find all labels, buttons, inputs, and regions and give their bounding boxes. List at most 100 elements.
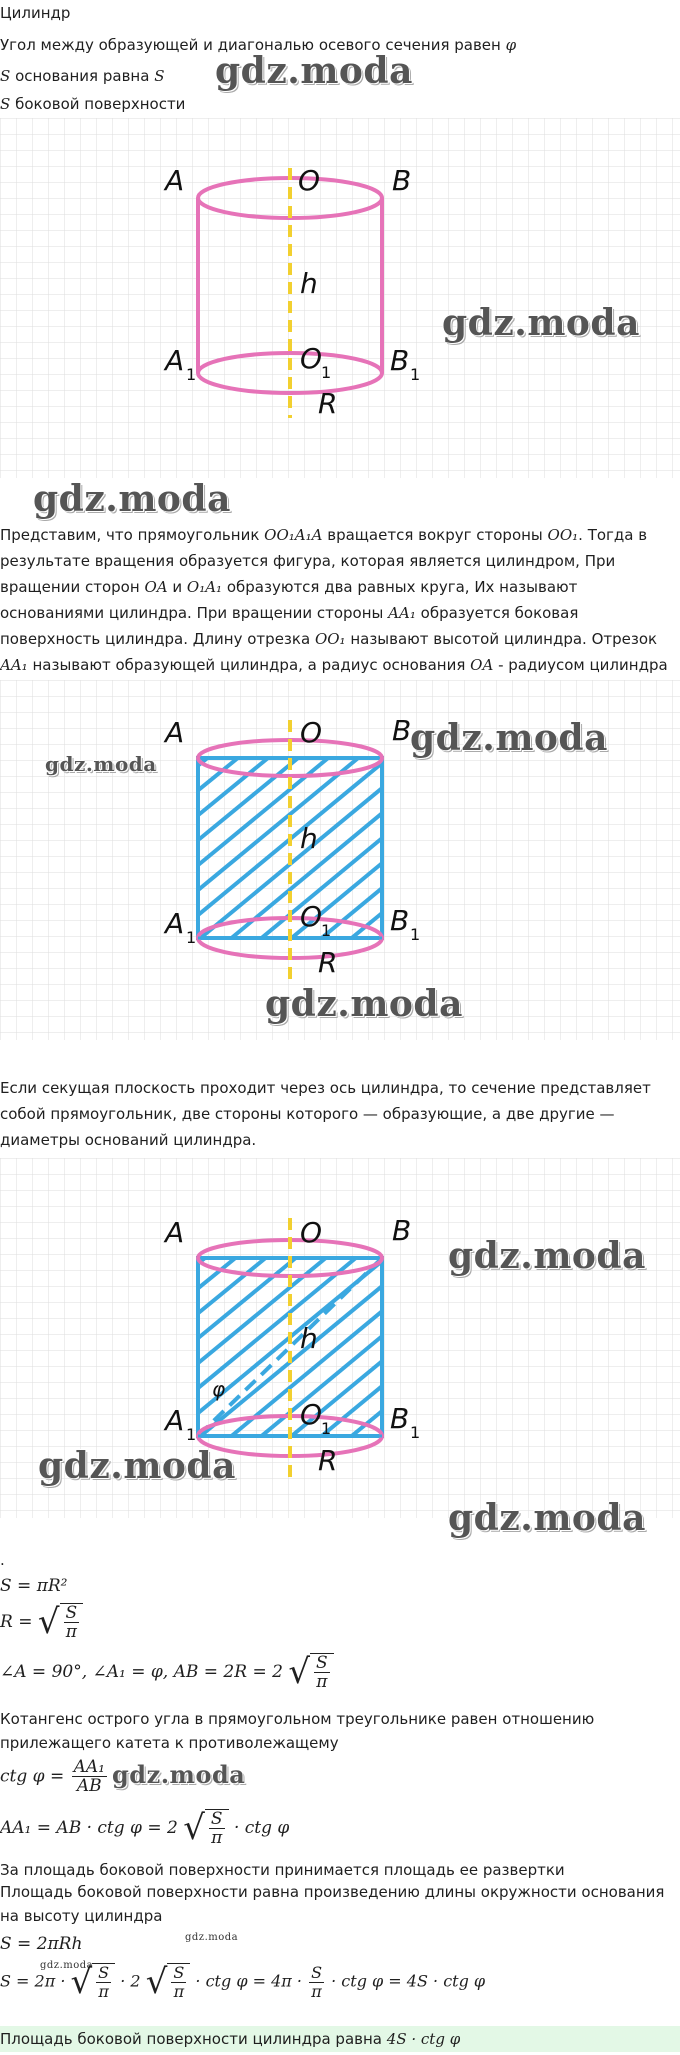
fraction-num: S	[309, 1962, 325, 1983]
svg-text:O: O	[300, 342, 322, 375]
fraction-den: π	[173, 1982, 185, 2001]
formula: · ctg φ = 4S · ctg φ	[331, 1971, 486, 1991]
formula: ∠A = 90°, ∠A₁ = φ, AB = 2R = 2	[0, 1662, 283, 1682]
watermark: gdz.moda	[442, 302, 640, 344]
svg-text:B: B	[392, 1214, 411, 1247]
formula: R =	[0, 1612, 33, 1632]
lateral-text-1: За площадь боковой поверхности принимает…	[0, 1861, 565, 1879]
watermark: gdz.moda	[265, 983, 463, 1025]
svg-text:1: 1	[410, 365, 420, 384]
fraction-num: S	[314, 1653, 330, 1673]
fraction-num: S	[171, 1963, 187, 1983]
text: называют образующей цилиндра, а радиус о…	[32, 656, 466, 674]
fraction-num: S	[208, 1809, 225, 1829]
formula: S = πR²	[0, 1576, 68, 1596]
math-term: OO₁	[547, 526, 579, 544]
svg-text:1: 1	[410, 925, 420, 944]
svg-text:1: 1	[321, 921, 331, 940]
watermark: gdz.moda	[38, 1445, 236, 1487]
text: и	[172, 578, 183, 596]
s-symbol: S	[154, 67, 165, 85]
answer: Площадь боковой поверхности цилиндра рав…	[0, 2026, 680, 2052]
svg-text:O: O	[300, 1398, 322, 1431]
cot-definition: Котангенс острого угла в прямоугольном т…	[0, 1710, 595, 1752]
text: называют высотой цилиндра. Отрезок	[350, 630, 658, 648]
text: образуется боковая поверхность цилиндра.…	[0, 604, 579, 648]
math-term: OO₁A₁A	[264, 526, 323, 544]
svg-text:h: h	[300, 1322, 318, 1355]
svg-text:1: 1	[321, 363, 331, 382]
formula: S = 2πRh	[0, 1934, 83, 1954]
svg-text:R: R	[318, 387, 337, 420]
phi-symbol: φ	[505, 36, 517, 54]
math-term: O₁A₁	[186, 578, 223, 596]
intro-line-2: S основания равна S	[0, 66, 164, 86]
fraction-num: S	[63, 1603, 80, 1623]
math-term: AA₁	[388, 604, 416, 622]
intro-text: Угол между образующей и диагональю осево…	[0, 36, 501, 54]
fraction-den: π	[316, 1672, 328, 1692]
paragraph-section: Если секущая плоскость проходит через ос…	[0, 1079, 651, 1149]
svg-text:A: A	[163, 164, 184, 197]
text: Представим, что прямоугольник	[0, 526, 260, 544]
page-title: Цилиндр	[0, 4, 71, 22]
svg-text:O: O	[298, 164, 320, 197]
answer-text: Площадь боковой поверхности цилиндра рав…	[0, 2030, 382, 2048]
fraction-num: AA₁	[71, 1757, 107, 1777]
svg-text:1: 1	[186, 1425, 196, 1444]
svg-text:1: 1	[410, 1423, 420, 1442]
lateral-text-2: Площадь боковой поверхности равна произв…	[0, 1883, 665, 1925]
math-term: OA	[470, 656, 494, 674]
svg-text:1: 1	[186, 365, 196, 384]
math-term: AA₁	[0, 656, 28, 674]
math-term: OO₁	[314, 630, 346, 648]
svg-text:O: O	[300, 716, 322, 749]
formula-area: S = πR²	[0, 1576, 68, 1596]
svg-text:O: O	[300, 900, 322, 933]
intro-text: боковой поверхности	[15, 95, 186, 113]
svg-text:B: B	[392, 164, 411, 197]
svg-text:A: A	[163, 344, 184, 377]
formula: AA₁ = AB · ctg φ = 2	[0, 1818, 178, 1838]
watermark: gdz.moda	[410, 717, 608, 759]
s-symbol: S	[0, 95, 11, 113]
svg-text:φ: φ	[212, 1377, 225, 1401]
svg-text:B: B	[392, 714, 411, 747]
paragraph-rotation: Представим, что прямоугольник OO₁A₁A вра…	[0, 522, 678, 678]
intro-text: основания равна	[15, 67, 150, 85]
formula: ctg φ =	[0, 1766, 65, 1787]
watermark: gdz.moda	[45, 752, 157, 776]
math-term: OA	[144, 578, 168, 596]
watermark: gdz.moda	[112, 1760, 246, 1789]
intro-line-3: S боковой поверхности	[0, 94, 185, 114]
fraction-den: π	[311, 1981, 322, 2001]
svg-text:A: A	[163, 907, 184, 940]
text: - радиусом цилиндра	[498, 656, 668, 674]
intro-line-1: Угол между образующей и диагональю осево…	[0, 35, 516, 55]
svg-text:1: 1	[321, 1419, 331, 1438]
svg-text:1: 1	[186, 928, 196, 947]
s-symbol: S	[0, 67, 11, 85]
svg-text:h: h	[300, 267, 318, 300]
watermark: gdz.moda	[215, 50, 413, 92]
dot: .	[0, 1551, 5, 1569]
text: . Тогда в результате вращения образуется…	[0, 526, 648, 596]
answer-formula: 4S · ctg φ	[386, 2030, 461, 2048]
formula: S = 2π ·	[0, 1971, 66, 1991]
formula: · 2	[120, 1971, 141, 1991]
fraction-den: AB	[76, 1776, 102, 1796]
text: образуются два равных круга, Их называют…	[0, 578, 578, 622]
formula: · ctg φ = 4π ·	[195, 1971, 302, 1991]
svg-text:B: B	[390, 1402, 409, 1435]
formula-lateral: S = 2πRh	[0, 1934, 82, 1954]
